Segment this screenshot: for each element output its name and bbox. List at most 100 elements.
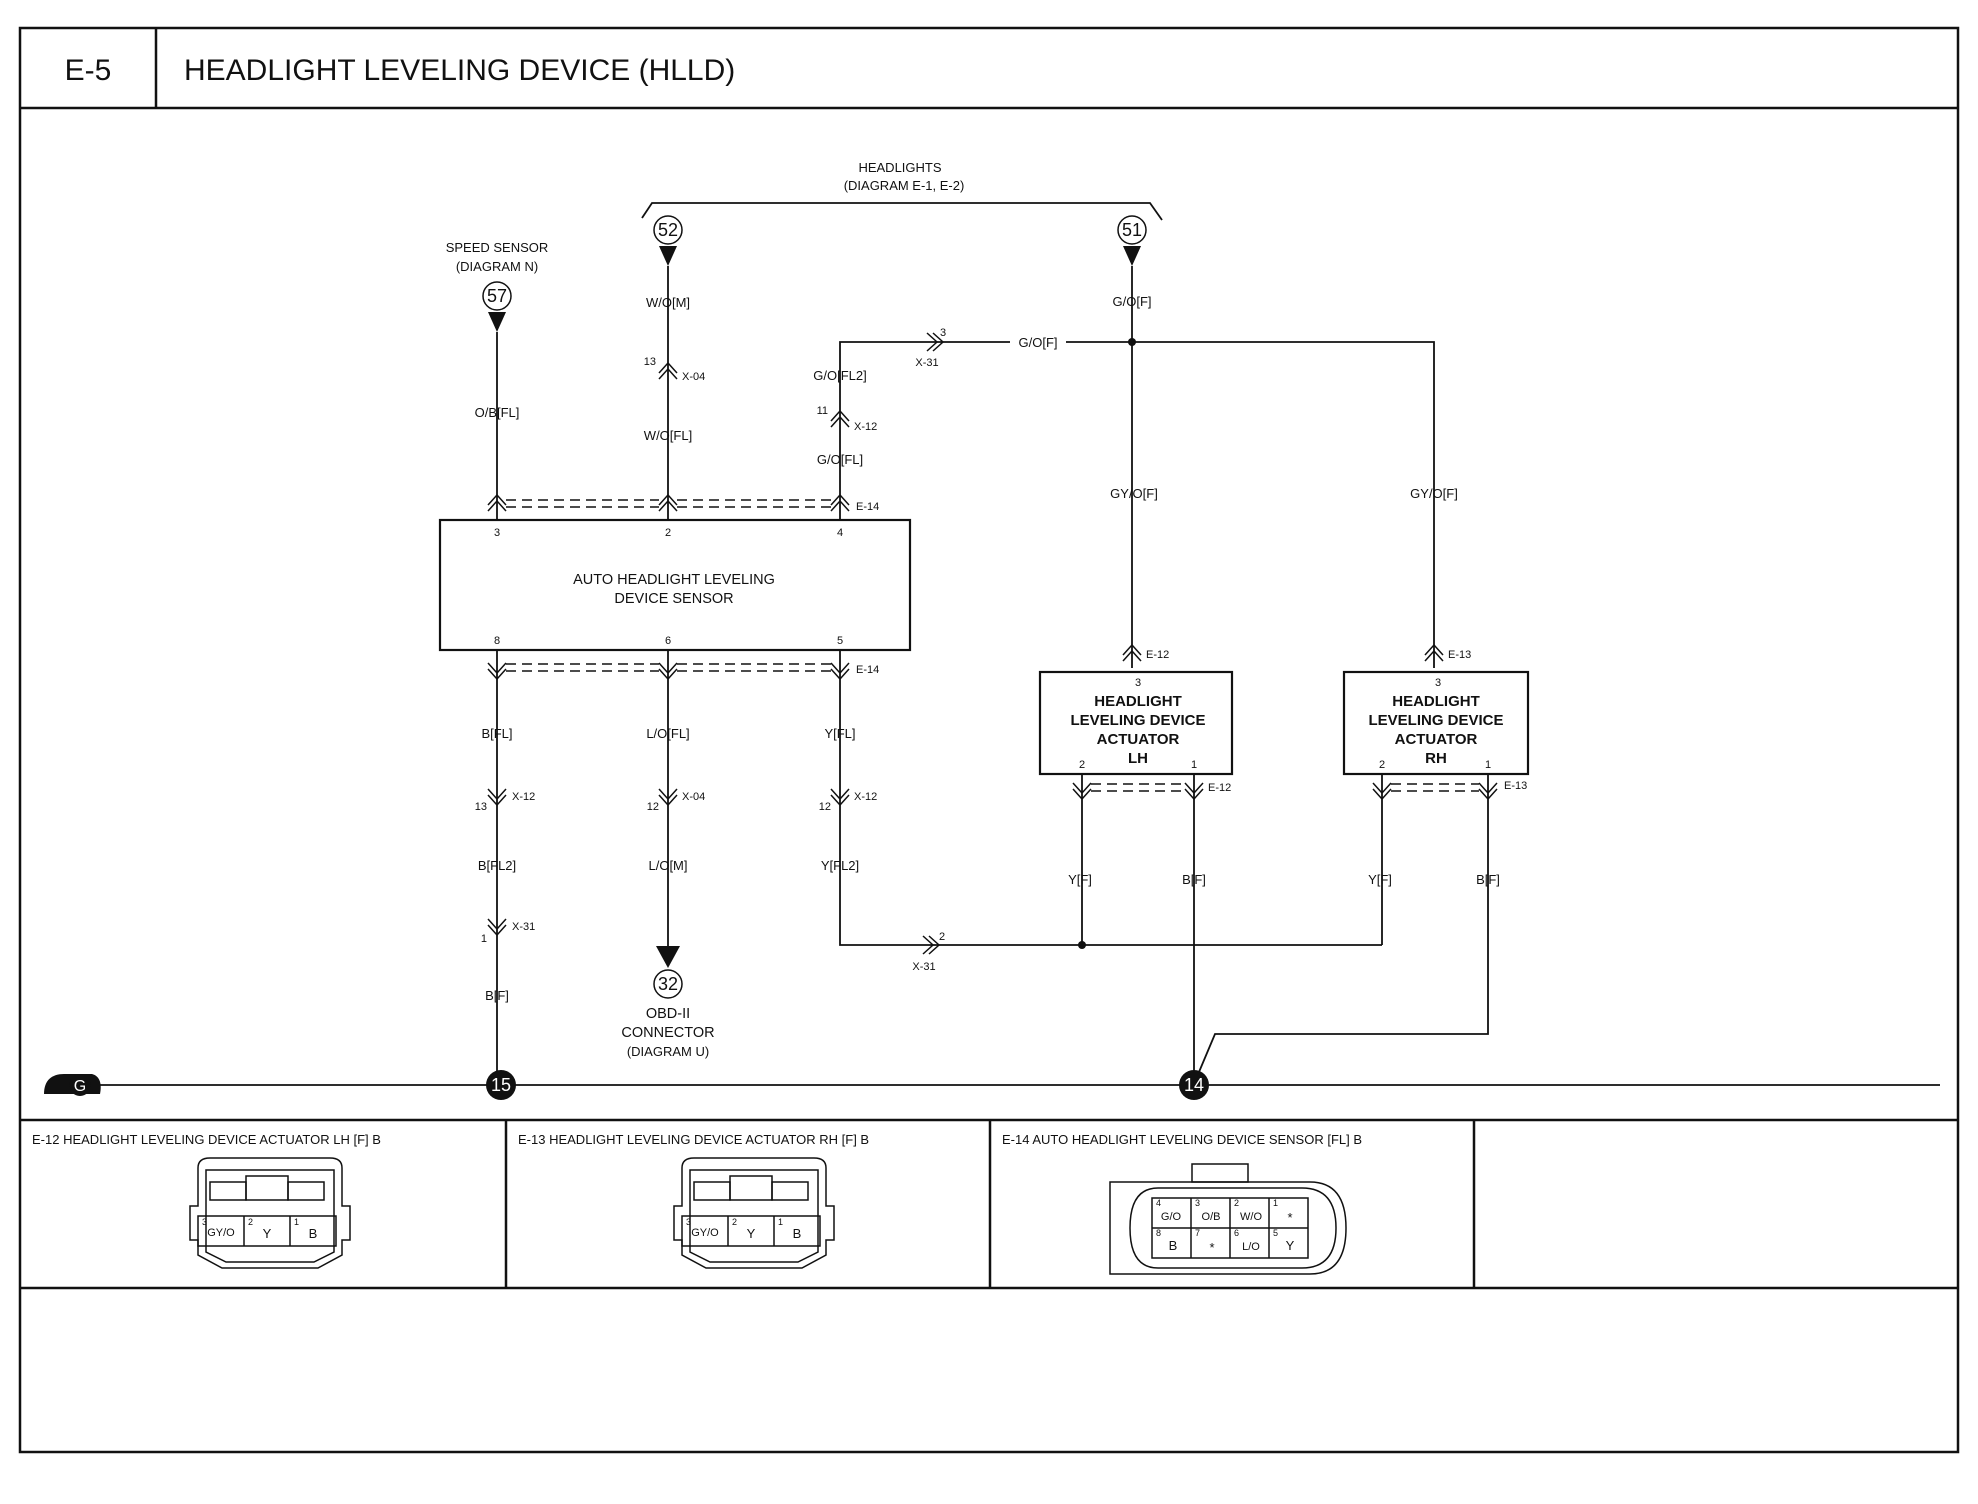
svg-text:3: 3 xyxy=(1435,677,1441,689)
diagram-title: HEADLIGHT LEVELING DEVICE (HLLD) xyxy=(184,54,735,87)
wire-label: G/O[FL2] xyxy=(813,368,866,383)
svg-text:2: 2 xyxy=(732,1217,737,1227)
connector-label: X-04 xyxy=(682,371,705,383)
svg-text:ACTUATOR: ACTUATOR xyxy=(1395,731,1478,748)
node-52: 52 xyxy=(653,215,683,266)
connector-label: X-31 xyxy=(512,921,535,933)
svg-text:Y: Y xyxy=(1286,1238,1295,1253)
connector-label: X-31 xyxy=(912,961,935,973)
wire-label: G/O[F] xyxy=(1113,294,1152,309)
connector-face-e13: E-13 HEADLIGHT LEVELING DEVICE ACTUATOR … xyxy=(518,1132,869,1269)
svg-text:OBD-II: OBD-II xyxy=(646,1006,690,1022)
svg-text:3: 3 xyxy=(1195,1198,1200,1208)
auto-headlight-leveling-sensor: 3 2 4 AUTO HEADLIGHT LEVELING DEVICE SEN… xyxy=(438,518,912,652)
svg-text:5: 5 xyxy=(1273,1228,1278,1238)
svg-text:CONNECTOR: CONNECTOR xyxy=(621,1025,714,1041)
svg-text:(DIAGRAM E-1, E-2): (DIAGRAM E-1, E-2) xyxy=(844,178,965,193)
wire-label: GY/O[F] xyxy=(1410,486,1458,501)
svg-text:G/O: G/O xyxy=(1161,1211,1182,1223)
svg-text:RH: RH xyxy=(1425,750,1447,767)
wire-label: O/B[FL] xyxy=(475,405,520,420)
svg-text:4: 4 xyxy=(1156,1198,1161,1208)
wire-label: B[F] xyxy=(1182,872,1206,887)
svg-text:57: 57 xyxy=(487,286,507,306)
svg-text:2: 2 xyxy=(1079,759,1085,771)
svg-text:32: 32 xyxy=(658,974,678,994)
svg-text:4: 4 xyxy=(837,527,843,539)
wire-label: W/O[FL] xyxy=(644,428,692,443)
svg-text:HEADLIGHT: HEADLIGHT xyxy=(1392,693,1480,710)
svg-text:GY/O: GY/O xyxy=(691,1227,719,1239)
wire-label: G/O[F] xyxy=(1019,335,1058,350)
connector-face-e12: E-12 HEADLIGHT LEVELING DEVICE ACTUATOR … xyxy=(32,1132,381,1269)
svg-text:E-12 HEADLIGHT LEVELING DEVICE: E-12 HEADLIGHT LEVELING DEVICE ACTUATOR … xyxy=(32,1132,381,1147)
connector-label: E-13 xyxy=(1448,649,1471,661)
wire-label: L/O[M] xyxy=(648,858,687,873)
svg-text:2: 2 xyxy=(1379,759,1385,771)
svg-text:B: B xyxy=(1169,1238,1178,1253)
svg-text:11: 11 xyxy=(817,405,828,417)
svg-text:Y: Y xyxy=(747,1226,756,1241)
svg-text:LH: LH xyxy=(1128,750,1148,767)
wire-label: Y[F] xyxy=(1368,872,1392,887)
svg-text:*: * xyxy=(1209,1240,1214,1255)
svg-text:(DIAGRAM N): (DIAGRAM N) xyxy=(456,259,538,274)
wire-label: L/O[FL] xyxy=(646,726,689,741)
svg-text:8: 8 xyxy=(494,635,500,647)
svg-text:12: 12 xyxy=(819,801,831,813)
wire-label: Y[F] xyxy=(1068,872,1092,887)
svg-text:O/B: O/B xyxy=(1202,1211,1221,1223)
svg-text:GY/O: GY/O xyxy=(207,1227,235,1239)
svg-text:12: 12 xyxy=(647,801,659,813)
svg-text:3: 3 xyxy=(1135,677,1141,689)
svg-text:SPEED SENSOR: SPEED SENSOR xyxy=(446,240,549,255)
svg-text:L/O: L/O xyxy=(1242,1241,1260,1253)
svg-text:51: 51 xyxy=(1122,220,1142,240)
connector-label: E-12 xyxy=(1146,649,1169,661)
speed-sensor-reference: SPEED SENSOR (DIAGRAM N) 57 xyxy=(446,240,549,332)
obd-connector-reference: 32 OBD-II CONNECTOR (DIAGRAM U) xyxy=(621,969,715,1059)
svg-text:14: 14 xyxy=(1184,1075,1204,1095)
svg-text:1: 1 xyxy=(1273,1198,1278,1208)
connector-label: X-12 xyxy=(854,421,877,433)
svg-text:*: * xyxy=(1287,1210,1292,1225)
wire-label: B[FL] xyxy=(481,726,512,741)
svg-text:DEVICE SENSOR: DEVICE SENSOR xyxy=(614,591,733,607)
svg-text:E-14 AUTO HEADLIGHT LEVELING D: E-14 AUTO HEADLIGHT LEVELING DEVICE SENS… xyxy=(1002,1132,1362,1147)
svg-text:6: 6 xyxy=(1234,1228,1239,1238)
ground-point-14: 14 xyxy=(1179,1070,1209,1100)
svg-text:LEVELING DEVICE: LEVELING DEVICE xyxy=(1070,712,1205,729)
connector-label: E-12 xyxy=(1208,782,1231,794)
wire-label: Y[FL2] xyxy=(821,858,859,873)
svg-text:15: 15 xyxy=(491,1075,511,1095)
svg-text:2: 2 xyxy=(1234,1198,1239,1208)
svg-text:B: B xyxy=(793,1226,802,1241)
svg-text:W/O: W/O xyxy=(1240,1211,1262,1223)
svg-text:3: 3 xyxy=(494,527,500,539)
connector-label: E-14 xyxy=(856,664,879,676)
svg-text:ACTUATOR: ACTUATOR xyxy=(1097,731,1180,748)
wire-label: B[F] xyxy=(485,988,509,1003)
svg-text:LEVELING DEVICE: LEVELING DEVICE xyxy=(1368,712,1503,729)
connector-label: E-14 xyxy=(856,501,879,513)
svg-text:5: 5 xyxy=(837,635,843,647)
node-51: 51 xyxy=(1117,215,1147,266)
svg-text:13: 13 xyxy=(475,801,487,813)
page-frame xyxy=(18,26,1960,1454)
svg-text:2: 2 xyxy=(939,931,945,943)
svg-text:B: B xyxy=(309,1226,318,1241)
wire-label: GY/O[F] xyxy=(1110,486,1158,501)
svg-text:G: G xyxy=(74,1078,86,1095)
svg-text:2: 2 xyxy=(248,1217,253,1227)
connector-label: X-04 xyxy=(682,791,705,803)
svg-text:HEADLIGHT: HEADLIGHT xyxy=(1094,693,1182,710)
wire-label: B[F] xyxy=(1476,872,1500,887)
headlight-actuator-lh: 3 HEADLIGHT LEVELING DEVICE ACTUATOR LH … xyxy=(1038,670,1234,776)
connector-label: X-31 xyxy=(915,357,938,369)
svg-text:2: 2 xyxy=(665,527,671,539)
svg-text:13: 13 xyxy=(644,356,656,368)
diagram-code: E-5 xyxy=(65,54,112,87)
svg-text:1: 1 xyxy=(1485,759,1491,771)
ground-point-15: 15 xyxy=(486,1070,516,1100)
svg-text:HEADLIGHTS: HEADLIGHTS xyxy=(858,160,941,175)
